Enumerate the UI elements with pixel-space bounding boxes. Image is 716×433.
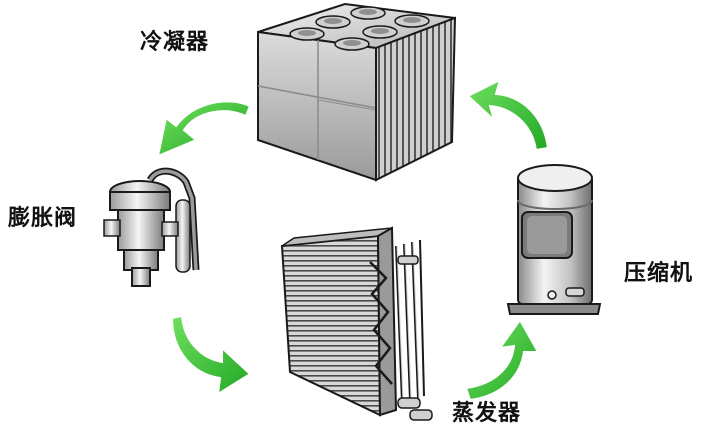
flow-arrow-condenser-to-valve [156, 100, 252, 158]
condenser-label: 冷凝器 [140, 30, 210, 55]
expansion-valve-label: 膨胀阀 [8, 206, 78, 231]
condenser-fans [289, 6, 430, 51]
flow-arrow-valve-to-evaporator [170, 314, 252, 396]
compressor-unit [506, 164, 602, 315]
flow-arrow-compressor-to-condenser [466, 78, 550, 152]
flow-arrow-evaporator-to-compressor [464, 318, 540, 402]
evaporator-label: 蒸发器 [452, 401, 522, 426]
expansion-valve [103, 167, 200, 287]
compressor-label: 压缩机 [624, 261, 694, 286]
evaporator-coil [280, 226, 433, 421]
condenser-unit [257, 2, 457, 182]
